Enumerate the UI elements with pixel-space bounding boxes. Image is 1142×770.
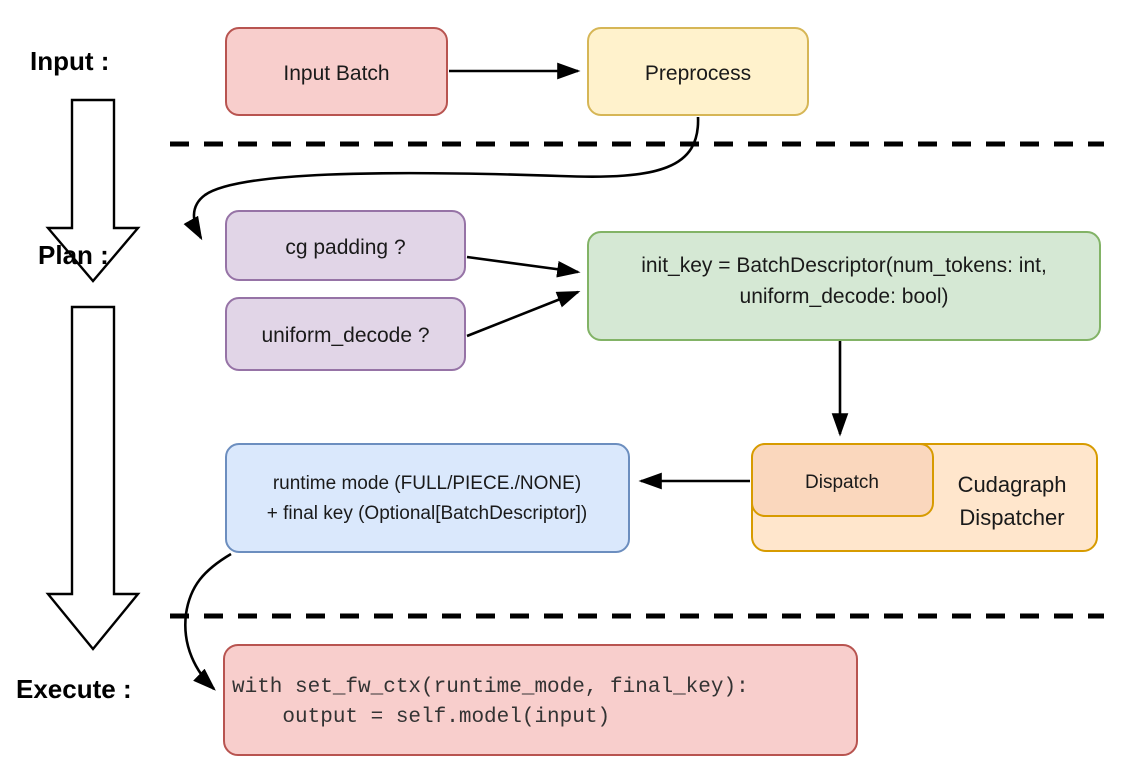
stage-label-plan: Plan : — [38, 240, 109, 270]
node-input-batch[interactable]: Input Batch — [225, 27, 448, 116]
node-runtime-mode[interactable]: runtime mode (FULL/PIECE./NONE) + final … — [225, 443, 630, 553]
node-preprocess[interactable]: Preprocess — [587, 27, 809, 116]
node-execute-code-shape — [223, 644, 858, 756]
node-uniform-decode-label: uniform_decode ? — [261, 324, 429, 347]
node-uniform-decode[interactable]: uniform_decode ? — [225, 297, 466, 371]
connector-cg-padding-to-init-key — [466, 255, 581, 278]
node-uniform-decode-shape — [225, 297, 466, 371]
stage-label-execute: Execute : — [16, 674, 132, 704]
node-input-batch-label: Input Batch — [283, 62, 389, 85]
node-init-key[interactable]: init_key = BatchDescriptor(num_tokens: i… — [587, 231, 1101, 341]
node-cg-padding[interactable]: cg padding ? — [225, 210, 466, 281]
connector-uniform-decode-to-init-key — [466, 290, 581, 338]
node-input-batch-shape — [225, 27, 448, 116]
node-runtime-mode-shape — [225, 443, 630, 553]
node-cudagraph-dispatcher-label-line2: Dispatcher — [959, 505, 1064, 530]
node-execute-code-line1: with set_fw_ctx(runtime_mode, final_key)… — [232, 676, 749, 699]
node-runtime-mode-label-line1: runtime mode (FULL/PIECE./NONE) — [273, 473, 581, 494]
node-preprocess-shape — [587, 27, 809, 116]
stage-label-input: Input : — [30, 46, 109, 76]
node-cudagraph-dispatcher-label-line1: Cudagraph — [958, 472, 1067, 497]
node-dispatch-shape — [751, 443, 934, 517]
connector-runtime-mode-to-execute-code — [184, 552, 232, 691]
node-preprocess-label: Preprocess — [645, 62, 751, 85]
node-dispatch[interactable]: Dispatch — [751, 443, 934, 517]
node-execute-code-line2: output = self.model(input) — [232, 706, 610, 729]
node-execute-code[interactable]: with set_fw_ctx(runtime_mode, final_key)… — [223, 644, 858, 756]
stage-flow-arrow-input-to-plan — [45, 98, 141, 283]
connector-preprocess-to-cg-padding — [183, 116, 700, 241]
node-dispatch-label: Dispatch — [805, 472, 879, 493]
node-init-key-shape — [587, 231, 1101, 341]
node-init-key-label-line1: init_key = BatchDescriptor(num_tokens: i… — [641, 254, 1047, 277]
node-cg-padding-label: cg padding ? — [285, 236, 405, 259]
node-runtime-mode-label-line2: + final key (Optional[BatchDescriptor]) — [267, 503, 588, 524]
node-init-key-label-line2: uniform_decode: bool) — [740, 285, 949, 308]
stage-flow-arrow-plan-to-execute — [45, 305, 141, 651]
node-cg-padding-shape — [225, 210, 466, 281]
